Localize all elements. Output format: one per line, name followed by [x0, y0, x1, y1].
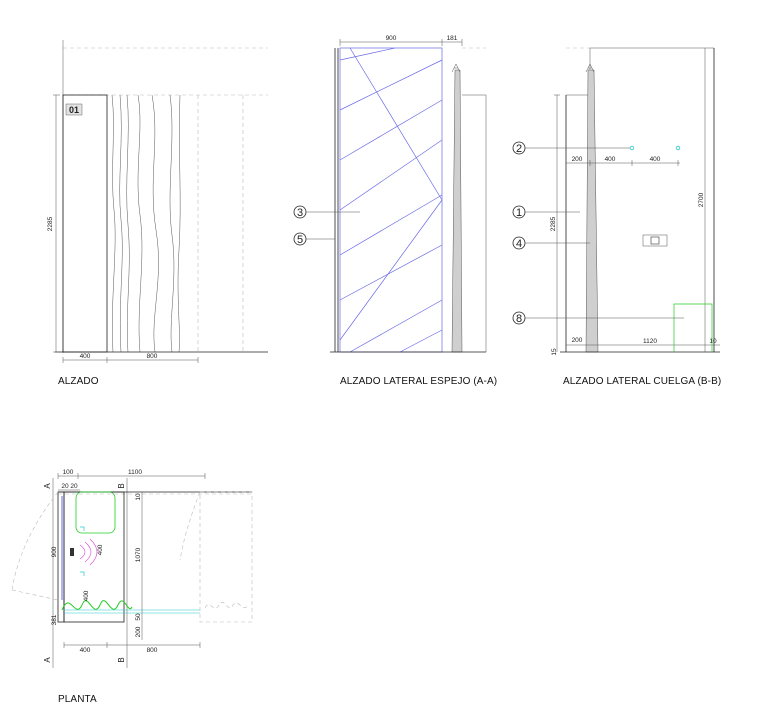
module-tag-01: 01 [69, 105, 79, 115]
alzado-view: 2285 400 800 01 [47, 40, 268, 363]
alzado-dim-800: 800 [147, 353, 158, 360]
planta-dim-400b: 400 [83, 590, 90, 601]
planta-dim-200: 200 [135, 626, 142, 637]
alzado-height-dim: 2285 [47, 216, 54, 231]
espejo-dim-900: 900 [386, 35, 397, 42]
cuelga-dim-400a: 400 [605, 156, 616, 163]
lateral-espejo-view: 900 181 3 5 [293, 35, 487, 353]
caption-lateral-cuelga: ALZADO LATERAL CUELGA (B-B) [563, 376, 722, 387]
callout-3: 3 [297, 207, 303, 219]
cuelga-dim-2700: 2700 [698, 192, 705, 207]
callout-4: 4 [516, 238, 522, 250]
planta-view: 100 1100 20 20 A A B B [11, 469, 253, 668]
planta-dim-100: 100 [63, 469, 74, 476]
section-mark-a-top: A [43, 483, 52, 489]
callout-8: 8 [516, 313, 522, 325]
callout-2: 2 [516, 143, 522, 155]
planta-dim-400c: 400 [80, 647, 91, 654]
caption-planta: PLANTA [58, 694, 97, 705]
cuelga-dim-400b: 400 [650, 156, 661, 163]
alzado-dim-400: 400 [80, 353, 91, 360]
cuelga-dim-2285: 2285 [550, 216, 557, 231]
cuelga-dim-10: 10 [709, 338, 717, 345]
planta-dim-10: 10 [135, 493, 142, 501]
caption-lateral-espejo: ALZADO LATERAL ESPEJO (A-A) [340, 376, 498, 387]
cuelga-dim-200b: 200 [572, 337, 583, 344]
planta-dim-800: 800 [147, 647, 158, 654]
planta-dim-20b: 20 [70, 483, 78, 490]
cuelga-dim-1120: 1120 [643, 338, 657, 345]
section-mark-b-bottom: B [117, 657, 126, 662]
planta-dim-900: 900 [51, 546, 58, 557]
planta-dim-20a: 20 [61, 483, 69, 490]
callout-1: 1 [516, 207, 522, 219]
caption-alzado: ALZADO [58, 376, 99, 387]
planta-dim-400a: 400 [97, 544, 104, 555]
cuelga-dim-200a: 200 [572, 156, 583, 163]
planta-dim-1100: 1100 [128, 469, 142, 476]
section-mark-b-top: B [117, 483, 126, 488]
lateral-cuelga-view: 2285 2700 15 200 400 400 200 1120 10 2 1… [512, 47, 720, 356]
cuelga-dim-15: 15 [551, 348, 558, 356]
section-mark-a-bottom: A [43, 657, 52, 663]
espejo-dim-181: 181 [447, 35, 458, 42]
planta-dim-381: 381 [51, 614, 58, 625]
callout-5: 5 [297, 234, 303, 246]
planta-dim-50: 50 [135, 613, 142, 621]
planta-dim-1070: 1070 [135, 547, 142, 562]
